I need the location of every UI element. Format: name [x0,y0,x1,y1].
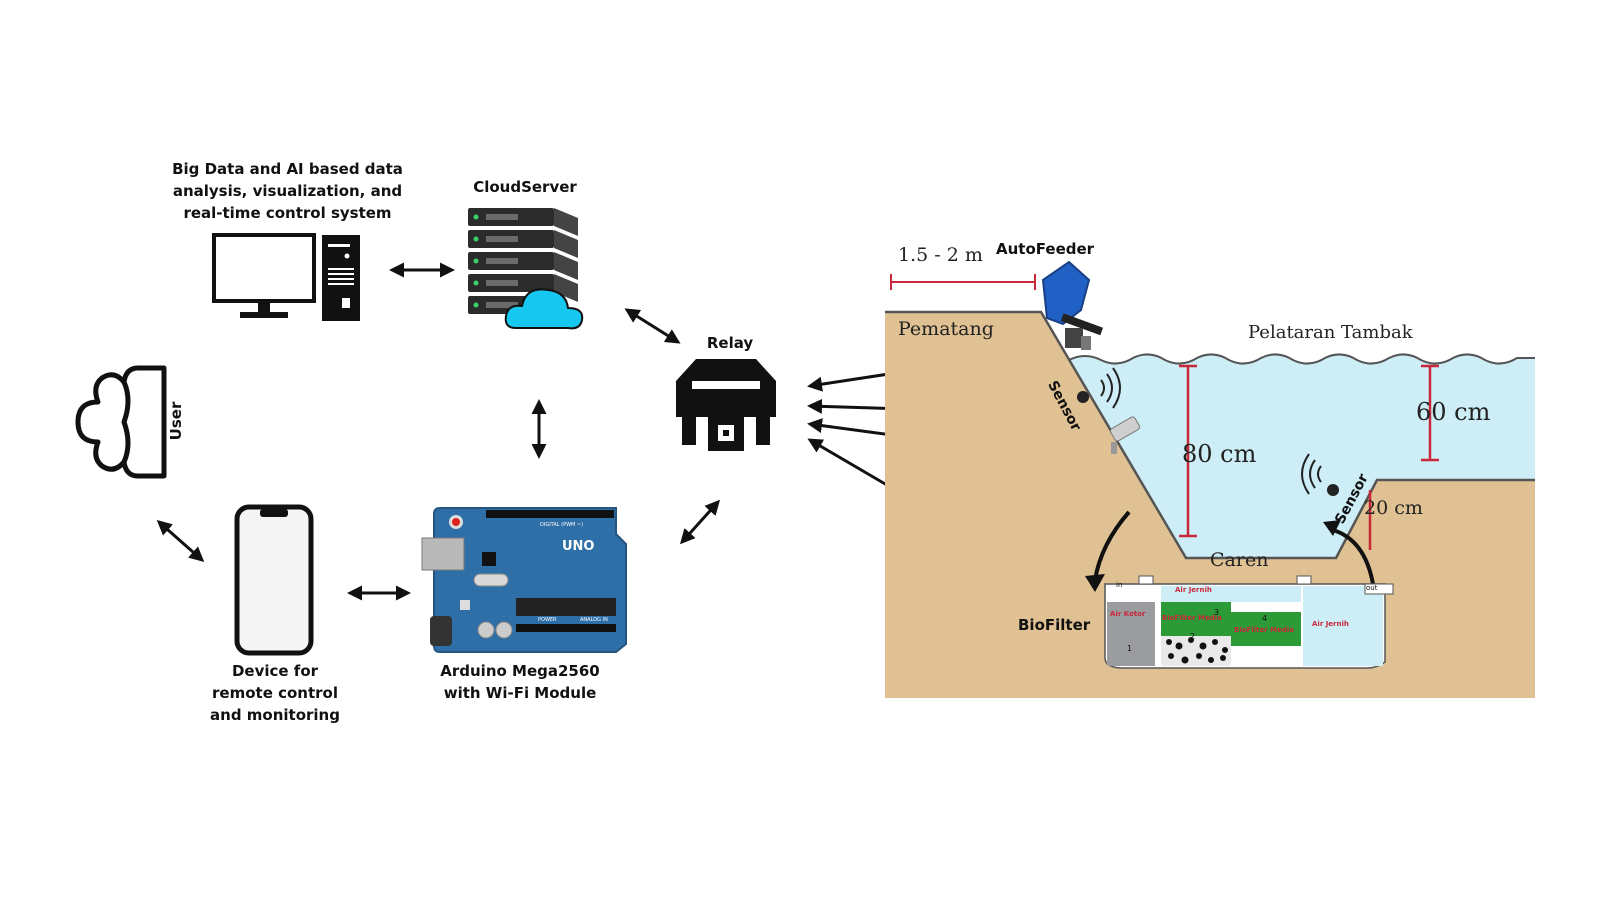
pelataran-label: Pelataran Tambak [1248,322,1413,343]
smartphone-icon [234,504,314,656]
tank-out: out [1366,584,1378,592]
cloudserver-label: CloudServer [473,178,577,196]
biofilter-tank [1104,575,1394,669]
tank-num-2: 2 [1190,632,1196,641]
tank-num-1: 1 [1127,644,1133,653]
board-analog-text: ANALOG IN [580,617,608,623]
device-label: Device for remote control and monitoring [210,662,340,724]
board-model-text: UNO [562,539,595,554]
depth-80-label: 80 cm [1182,440,1257,468]
pond-width-label: 1.5 - 2 m [898,244,983,266]
arrow-arduino-relay [679,499,721,545]
depth-20-label: 20 cm [1364,497,1423,519]
arduino-board-icon: UNO DIGITAL (PWM ~) ANALOG IN POWER [421,507,627,653]
caren-label: Caren [1210,549,1269,571]
arrow-cloud-relay [624,308,681,344]
board-digital-text: DIGITAL (PWM ~) [540,522,583,528]
user-group-icon [75,365,167,479]
arduino-label: Arduino Mega2560 with Wi-Fi Module [440,662,600,702]
tank-num-3: 3 [1214,608,1220,617]
arrow-user-device [156,520,205,562]
tank-num-4: 4 [1262,614,1268,623]
autofeeder-icon [1041,260,1104,350]
biofilter-label: BioFilter [1018,616,1091,634]
tank-air-kotor: Air Kotor [1110,610,1146,618]
pond-cross-section [885,240,1535,700]
autofeeder-label: AutoFeeder [996,240,1095,258]
pematang-label: Pematang [898,318,994,340]
depth-60-label: 60 cm [1416,398,1491,426]
tank-in: in [1116,581,1123,589]
tank-air-jernih-top: Air Jernih [1175,586,1212,594]
relay-label: Relay [706,334,754,352]
camera-icon [1109,416,1141,454]
tank-media-a: BioFilter Media [1162,614,1222,622]
computer-icon [212,233,360,321]
bigdata-label: Big Data and AI based data analysis, vis… [172,160,403,222]
tank-media-b: BioFilter Media [1234,626,1294,634]
board-power-text: POWER [538,617,557,623]
relay-icon [676,359,776,451]
cloud-server-icon [468,208,584,330]
tank-air-jernih-right: Air Jernih [1312,620,1349,628]
